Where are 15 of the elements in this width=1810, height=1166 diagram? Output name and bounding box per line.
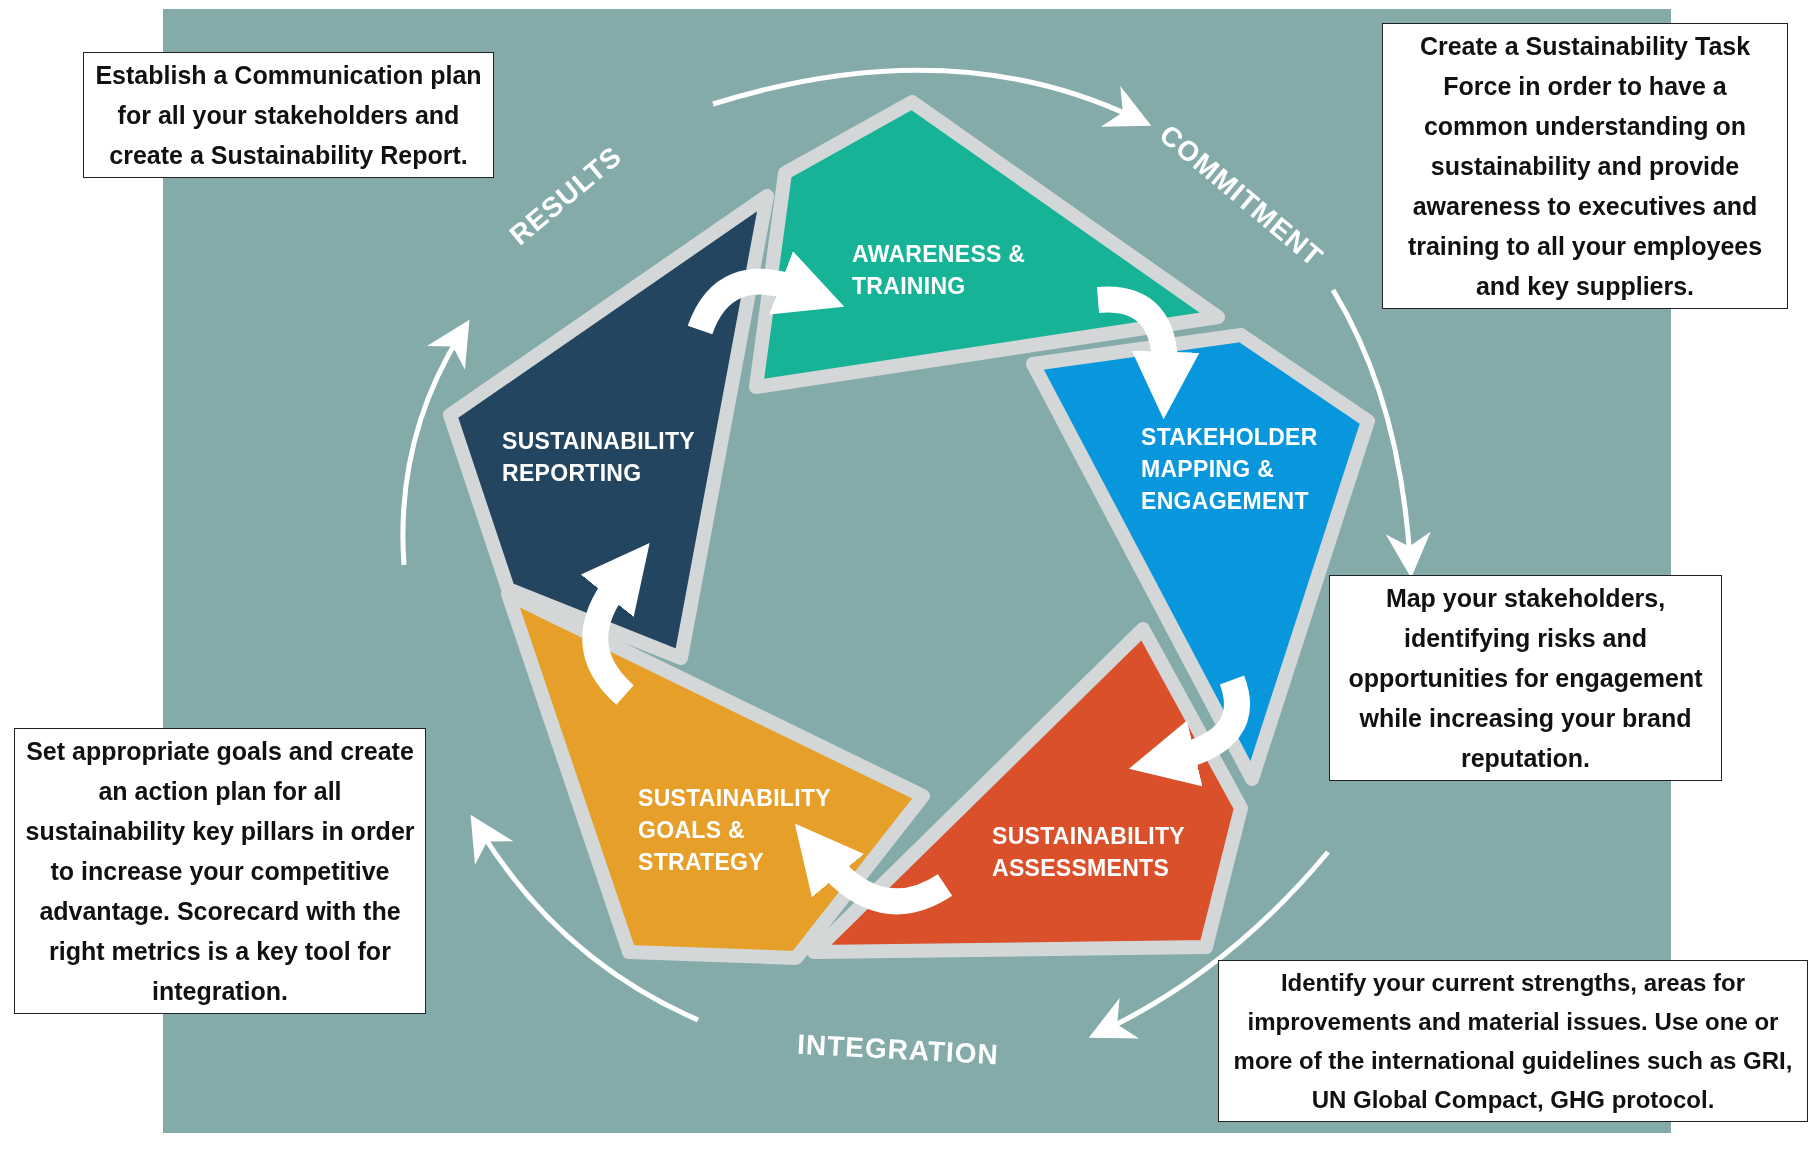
stage-title: SUSTAINABILITY REPORTING: [502, 427, 696, 488]
note-box: Set appropriate goals and create an action plan for all sustainability key pillars in order to increase your competitive advantage. Scorecard with the right metrics is a key tool for integration.: [14, 728, 426, 1014]
stage-title: STAKEHOLDER MAPPING & ENGAGEMENT: [1141, 423, 1319, 516]
stage-label: INTEGRATION: [796, 1028, 1000, 1072]
stage-title: SUSTAINABILITY ASSESSMENTS: [992, 822, 1186, 883]
note-box: Map your stakeholders, identifying risks and opportunities for engagement while increasing your brand reputation.: [1329, 575, 1722, 781]
note-box: Create a Sustainability Task Force in order to have a common understanding on sustainability and provide awareness to executives and training to all your employees and key suppliers.: [1382, 23, 1788, 309]
note-box: Identify your current strengths, areas for improvements and material issues. Use one or more of the international guidelines such as GRI, UN Global Compact, GHG protocol.: [1218, 960, 1808, 1122]
stage-title: AWARENESS & TRAINING: [852, 240, 1027, 301]
note-box: Establish a Communication plan for all your stakeholders and create a Sustainability Report.: [83, 52, 494, 178]
curved-arrow: [687, 251, 845, 335]
curved-arrow: [1097, 286, 1199, 420]
curved-arrow: [793, 824, 952, 915]
curved-arrow: [1129, 676, 1250, 786]
stage-title: SUSTAINABILITY GOALS & STRATEGY: [638, 784, 832, 877]
